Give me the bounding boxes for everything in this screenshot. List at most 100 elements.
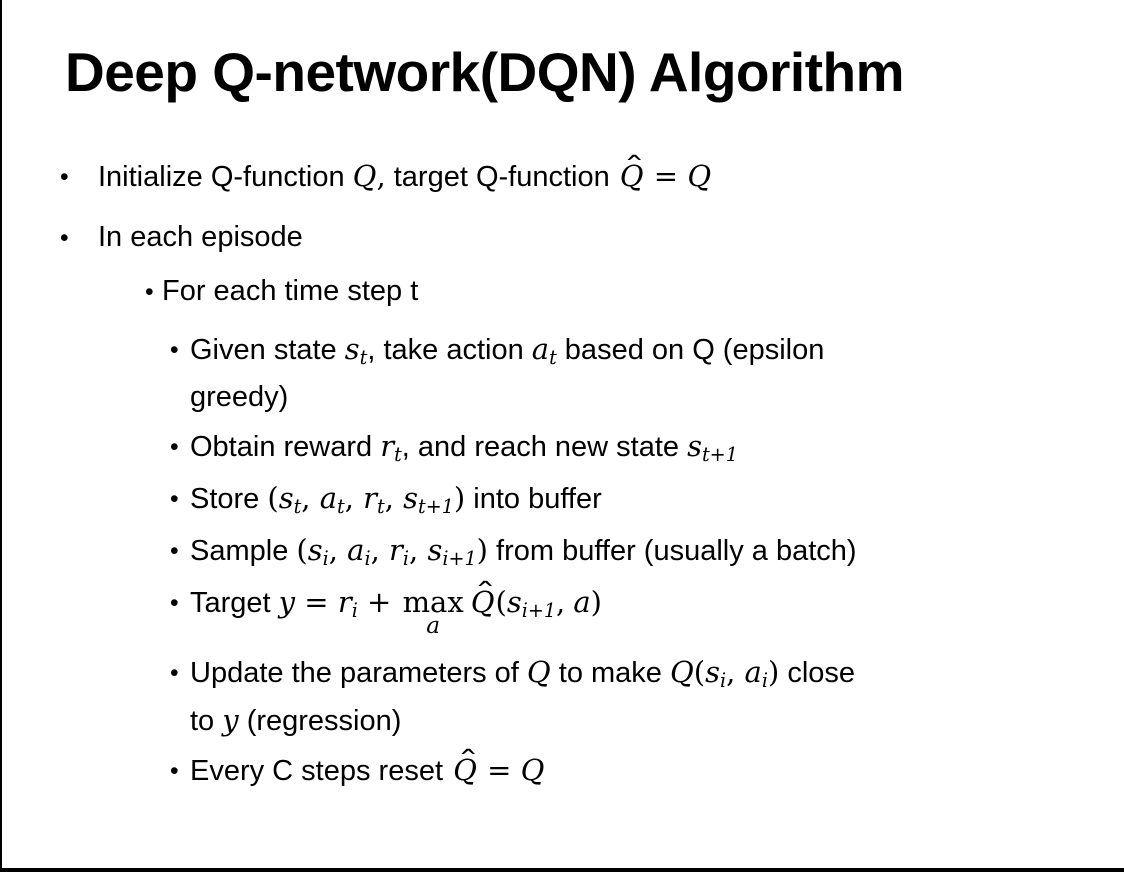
plain-text: , and reach new state	[401, 431, 688, 463]
math-text: =	[295, 585, 338, 619]
plain-text: target Q-function	[385, 161, 618, 193]
plain-text: Sample	[190, 535, 297, 567]
math-text: Q	[520, 753, 545, 787]
math-text: ,	[376, 159, 386, 193]
plain-text: Target	[190, 587, 279, 619]
plain-text: Every C steps reset	[190, 755, 452, 787]
math-text: t+1	[418, 494, 454, 518]
bullet-dot	[60, 215, 69, 261]
math-text: i	[351, 598, 358, 622]
math-text: Q	[669, 655, 694, 689]
plain-text: Given state	[190, 334, 345, 366]
math-text: Q	[352, 159, 377, 193]
max-operator-arg: a	[426, 612, 441, 640]
math-text: i	[364, 546, 371, 570]
bullet-item: Every C steps reset Q = Q	[2, 748, 1124, 794]
plain-text: from buffer (usually a batch)	[488, 535, 857, 567]
math-text: ,	[301, 481, 320, 515]
bullet-item: For each time step t	[2, 269, 1124, 314]
slide-title: Deep Q-network(DQN) Algorithm	[65, 41, 905, 103]
math-text: Q	[471, 585, 496, 619]
bullet-dot	[170, 476, 179, 522]
math-text: ,	[409, 533, 428, 567]
plain-text: close	[779, 657, 856, 689]
math-text: s	[278, 481, 294, 515]
math-text: a	[531, 332, 550, 366]
math-text: a	[573, 585, 591, 619]
bullet-dot	[60, 154, 69, 200]
bullet-dot	[170, 327, 179, 373]
math-text: s	[705, 655, 720, 689]
bullet-dot	[170, 424, 179, 470]
math-text: Q	[620, 159, 645, 193]
bullet-text: Target y = ri + maxaQ(si+1, a)	[190, 585, 602, 639]
math-text: t	[337, 494, 345, 518]
math-text: s	[687, 429, 702, 463]
math-text: y	[278, 585, 296, 619]
bullet-list: Initialize Q-function Q, target Q-functi…	[2, 154, 1124, 794]
bullet-item: Target y = ri + maxaQ(si+1, a)	[2, 580, 1124, 639]
math-text: ,	[556, 585, 566, 619]
math-text: (	[267, 481, 279, 515]
bullet-dot	[145, 269, 154, 315]
math-text: a	[744, 655, 762, 689]
plain-text: Initialize Q-function	[98, 161, 353, 193]
math-text: ,	[384, 481, 404, 515]
math-text: s	[307, 533, 323, 567]
bullet-dot	[170, 580, 179, 626]
plain-text: For each time step t	[162, 275, 419, 307]
math-text: t	[394, 442, 402, 466]
math-text: s	[403, 481, 419, 515]
math-text: (	[693, 655, 706, 689]
plain-text: , take action	[367, 334, 532, 366]
bullet-text: Initialize Q-function Q, target Q-functi…	[98, 159, 712, 193]
bullet-text: Given state st, take action at based on …	[190, 332, 825, 413]
bullet-item: Initialize Q-function Q, target Q-functi…	[2, 154, 1124, 200]
plain-text: based on Q (epsilon	[556, 334, 825, 366]
math-text: r	[389, 533, 403, 567]
math-text: ,	[344, 481, 364, 515]
bullet-text: Sample (si, ai, ri, si+1) from buffer (u…	[190, 533, 857, 570]
bullet-dot	[170, 528, 179, 574]
plain-text: into buffer	[465, 483, 602, 515]
bullet-text: Every C steps reset Q = Q	[190, 753, 545, 787]
math-text: t+1	[702, 442, 738, 466]
math-text: t	[293, 494, 302, 518]
math-text: )	[767, 655, 780, 689]
bullet-item: Update the parameters of Q to make Q(si,…	[2, 650, 1124, 744]
math-text: )	[453, 481, 466, 515]
math-text: t	[549, 345, 557, 369]
math-text: i+1	[521, 598, 557, 622]
math-text: i	[761, 668, 768, 692]
bullet-item: Given state st, take action at based on …	[2, 327, 1124, 420]
plain-text: Update the parameters of	[190, 657, 527, 689]
math-text: Q	[687, 159, 712, 193]
math-text: s	[344, 332, 360, 366]
math-text: a	[319, 481, 338, 515]
bullet-item: Obtain reward rt, and reach new state st…	[2, 424, 1124, 472]
bullet-text: For each time step t	[162, 275, 418, 307]
math-text: ,	[328, 533, 348, 567]
plain-text: Obtain reward	[190, 431, 381, 463]
math-text: r	[363, 481, 378, 515]
math-text: i	[322, 546, 329, 570]
plain-text: Store	[190, 483, 268, 515]
math-text: ,	[370, 533, 390, 567]
math-text: ,	[726, 655, 745, 689]
math-text: r	[337, 585, 352, 619]
plain-text: to make	[550, 657, 670, 689]
bullet-dot	[170, 748, 179, 794]
plain-text: greedy)	[190, 381, 289, 413]
bullet-text: Obtain reward rt, and reach new state st…	[190, 429, 738, 466]
math-text: t	[377, 494, 385, 518]
math-text: Q	[526, 655, 551, 689]
math-text: i	[402, 546, 410, 570]
bullet-item: In each episode	[2, 215, 1124, 260]
math-text: +	[357, 585, 401, 619]
math-text: r	[380, 429, 395, 463]
math-text: s	[506, 585, 522, 619]
math-text: Q	[453, 753, 478, 787]
math-text: s	[427, 533, 443, 567]
